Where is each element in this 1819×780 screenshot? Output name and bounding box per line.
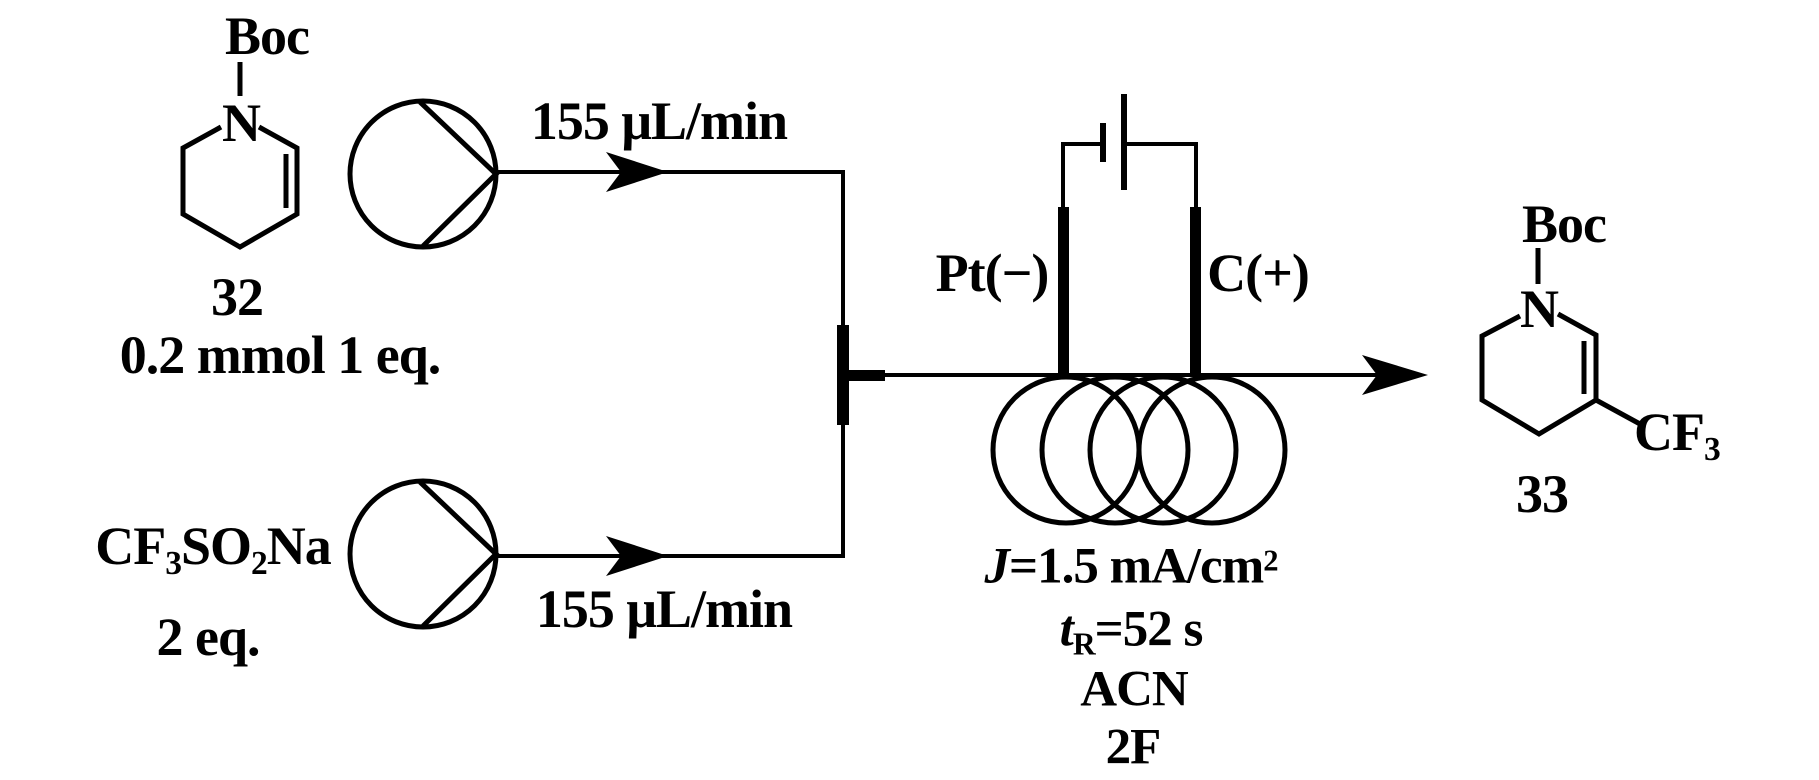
battery-icon — [1061, 94, 1198, 207]
coil-reactor-icon — [990, 374, 1288, 526]
reactant-cf3so2na-amount-label: 2 eq. — [156, 607, 261, 667]
formula-part: CF — [95, 516, 166, 576]
condition-superscript: 2 — [1263, 543, 1278, 578]
condition-current-density: J=1.5 mA/cm2 — [984, 538, 1279, 595]
pump-bottom-icon — [347, 478, 500, 630]
ring-bonds — [180, 124, 300, 250]
ring-bonds — [1479, 311, 1599, 437]
formula-part: Na — [266, 516, 332, 576]
reactant-32-id-label: 32 — [211, 267, 264, 327]
flow-arrowhead-bottom — [606, 536, 668, 576]
pump-top-flow-rate-label: 155 μL/min — [530, 91, 788, 151]
condition-value: =1.5 mA/cm — [1009, 538, 1264, 595]
mixer-bar — [837, 325, 849, 425]
battery-wire-left — [1061, 142, 1103, 207]
pump-triangle — [418, 100, 500, 248]
formula-subscript: 3 — [1703, 431, 1721, 469]
product-33-cf3-label: CF3 — [1634, 402, 1721, 466]
anode-electrode-bar — [1190, 207, 1201, 373]
condition-subscript: R — [1072, 626, 1096, 662]
t-mixer-icon — [837, 325, 885, 425]
pump-circle — [347, 98, 499, 250]
formula-subscript: 2 — [251, 545, 268, 583]
cathode-electrode-bar — [1058, 207, 1069, 373]
main-flow-arrowhead — [1362, 355, 1428, 395]
product-33-nitrogen-label: N — [1520, 279, 1559, 339]
cf3-bond — [1594, 397, 1642, 427]
condition-residence-time: tR=52 s — [1059, 601, 1204, 660]
formula-part: SO — [180, 516, 252, 576]
pump-bottom-flow-rate-label: 155 μL/min — [535, 579, 793, 639]
reactant-32-nitrogen-label: N — [222, 93, 261, 153]
product-33-id-label: 33 — [1516, 464, 1569, 524]
reactant-cf3so2na-formula: CF3SO2Na — [95, 516, 332, 580]
flow-line-bottom — [496, 425, 845, 558]
condition-variable: J — [984, 538, 1010, 595]
flow-line-top — [496, 170, 845, 328]
mixer-outlet-stub — [849, 370, 885, 381]
product-33-structure — [1479, 248, 1642, 437]
reactant-32-amount-label: 0.2 mmol 1 eq. — [119, 325, 441, 385]
reactant-32-boc-label: Boc — [225, 6, 310, 66]
condition-variable: t — [1059, 601, 1074, 658]
product-33-boc-label: Boc — [1522, 194, 1607, 254]
pump-circle — [347, 478, 499, 630]
condition-solvent-label: ACN — [1080, 661, 1188, 718]
condition-charge-label: 2F — [1105, 719, 1162, 776]
formula-subscript: 3 — [165, 545, 182, 583]
pump-triangle — [418, 480, 500, 628]
cathode-label: Pt(−) — [935, 243, 1050, 303]
flow-arrowhead-top — [606, 152, 668, 192]
formula-part: CF — [1634, 402, 1705, 462]
reactant-32-structure — [180, 62, 300, 250]
pump-top-icon — [347, 98, 500, 250]
battery-wire-right — [1124, 142, 1198, 207]
anode-label: C(+) — [1207, 243, 1310, 303]
condition-value: =52 s — [1094, 601, 1204, 658]
